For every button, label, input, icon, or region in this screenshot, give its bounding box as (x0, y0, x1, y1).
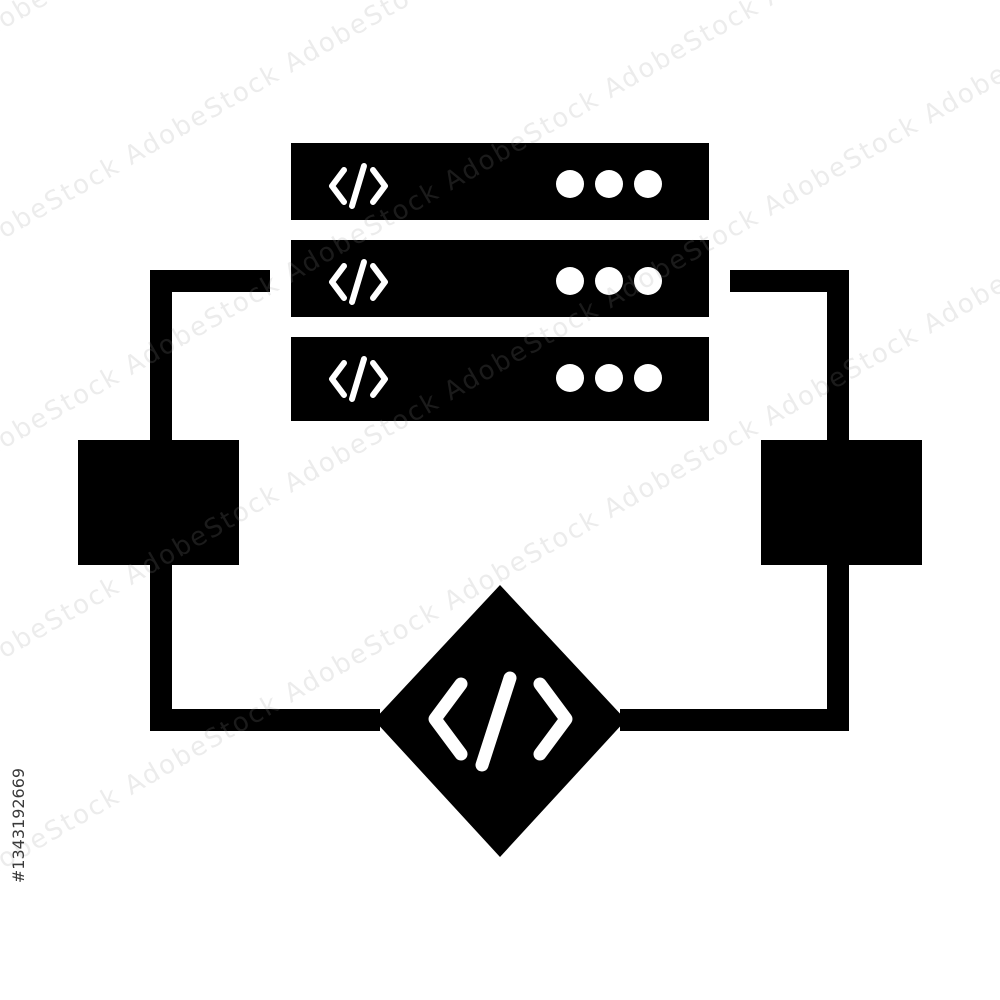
status-dot (595, 170, 623, 198)
left-process-block (78, 440, 239, 565)
stock-id-text: #1343192669 (9, 767, 29, 883)
server-unit-3 (291, 337, 709, 421)
stock-id-label: #1343192669 (4, 755, 34, 895)
code-brackets-icon (329, 163, 388, 209)
status-dot (634, 364, 662, 392)
status-dot (556, 364, 584, 392)
server-stack (291, 143, 709, 421)
status-dots (556, 170, 662, 198)
status-dots (556, 364, 662, 392)
status-dot (634, 267, 662, 295)
server-unit-1 (291, 143, 709, 220)
right-process-block (761, 440, 922, 565)
status-dot (556, 267, 584, 295)
code-decision-node (374, 585, 626, 857)
status-dot (634, 170, 662, 198)
code-brackets-icon (329, 356, 388, 402)
status-dots (556, 267, 662, 295)
server-unit-2 (291, 240, 709, 317)
status-dot (595, 364, 623, 392)
status-dot (595, 267, 623, 295)
code-brackets-icon (329, 259, 388, 305)
status-dot (556, 170, 584, 198)
code-brackets-icon (428, 671, 573, 772)
